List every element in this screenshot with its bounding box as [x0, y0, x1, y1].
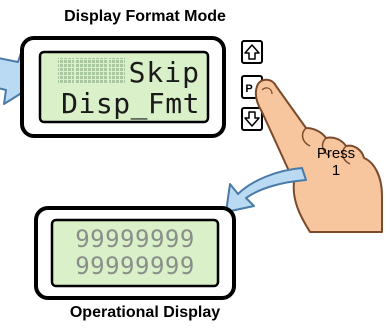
diagram-caption: Operational Display [69, 304, 221, 321]
pressing-hand [254, 78, 383, 233]
up-button[interactable] [241, 40, 263, 64]
down-arrow-icon [244, 111, 260, 127]
bottom-lcd-display: 99999999 99999999 [34, 206, 236, 300]
callout-count: 1 [332, 162, 340, 179]
callout-press: Press [317, 145, 355, 162]
diagram-title: Display Format Mode [64, 8, 226, 25]
bottom-lcd-line1: 99999999 [75, 225, 195, 253]
up-arrow-icon [244, 44, 260, 60]
top-lcd-display: Skip Disp_Fmt [20, 36, 226, 138]
bottom-lcd-line2: 99999999 [75, 252, 195, 280]
prog-button-label: P [245, 83, 252, 95]
top-lcd-line2: Disp_Fmt [61, 87, 200, 121]
top-lcd-line1: Skip [129, 56, 200, 89]
down-button[interactable] [241, 107, 263, 131]
transition-arrow [225, 167, 307, 213]
blank-char-cells [58, 58, 125, 84]
